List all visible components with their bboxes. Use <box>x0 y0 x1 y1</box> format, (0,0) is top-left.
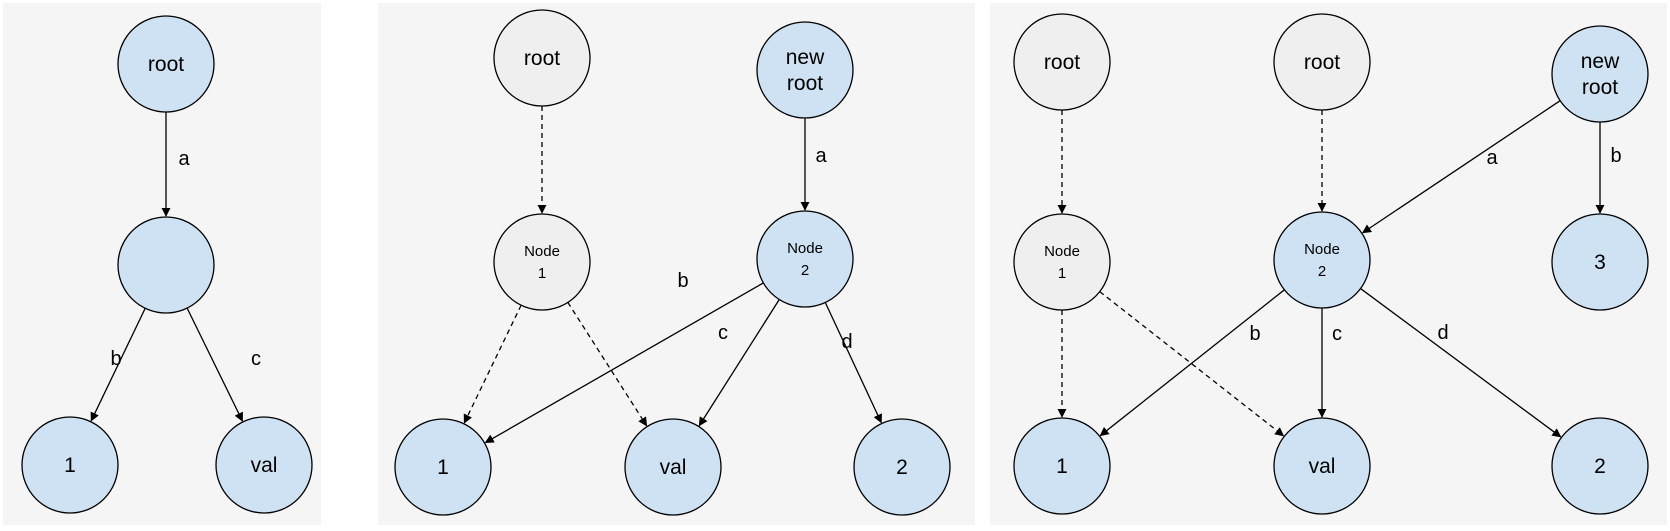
panel-3-edge-node2-to-two <box>1360 288 1562 438</box>
panel-2-edge-node2-to-two <box>824 302 882 424</box>
panel-3-edge-label-newroot-to-three: b <box>1610 145 1621 167</box>
panel-2-node-newroot-circle <box>756 21 854 119</box>
panel-3-node-node1: Node 1 <box>1013 213 1111 311</box>
panel-2-node-newroot-label: root <box>787 72 823 95</box>
panel-1-node-one: 1 <box>21 416 119 514</box>
panel-3-edge-label-newroot-to-node2: a <box>1486 147 1498 169</box>
panel-3-node-two: 2 <box>1551 417 1649 515</box>
panel-2-node-node2: Node 2 <box>756 210 854 308</box>
panel-1-node-mid <box>117 216 215 314</box>
panel-2-edge-label-node2-to-val: c <box>718 322 728 344</box>
panel-1-node-val: val <box>215 416 313 514</box>
panel-3-node-two-label: 2 <box>1594 455 1606 478</box>
panel-2-node-one: 1 <box>394 418 492 516</box>
panel-1-edge-label-mid-to-val: c <box>251 348 261 370</box>
panel-3-edge-label-node2-to-two: d <box>1437 322 1448 344</box>
panel-2-edge-label-node2-to-two: d <box>841 331 852 353</box>
panel-2-node-one-circle <box>394 418 492 516</box>
panel-3-node-node2: Node 2 <box>1273 211 1371 309</box>
panel-3-node-node1-label: Node <box>1044 243 1080 260</box>
panel-3-node-val-label: val <box>1309 455 1336 478</box>
panel-3-edge-label-node2-to-val: c <box>1332 323 1342 345</box>
panel-2-node-newroot-label: new <box>786 46 825 69</box>
panel-2-node-newroot: new root <box>756 21 854 119</box>
panel-2-node-node2-label: Node <box>787 240 823 257</box>
panel-3-node-val: val <box>1273 417 1371 515</box>
panel-3-node-two-circle <box>1551 417 1649 515</box>
panel-2-node-root-circle <box>493 9 591 107</box>
panel-3-node-node2-label: 2 <box>1318 263 1326 280</box>
panel-1-edge-mid-to-one <box>90 307 146 422</box>
panel-3-node-val-circle <box>1273 417 1371 515</box>
panel-3-node-three-label: 3 <box>1594 251 1606 274</box>
panel-1-node-val-label: val <box>251 454 278 477</box>
panel-3-node-one-label: 1 <box>1056 455 1068 478</box>
panel-1-node-mid-circle <box>117 216 215 314</box>
panel-3-node-node2-label: Node <box>1304 241 1340 258</box>
panel-1-node-root-circle <box>117 15 215 113</box>
panel-2-node-root: root <box>493 9 591 107</box>
panel-3-node-newroot-label: new <box>1581 50 1620 73</box>
panel-2-node-val-label: val <box>660 456 687 479</box>
panel-3-node-node2-circle <box>1273 211 1371 309</box>
panel-2-edge-node1-to-one <box>463 304 522 424</box>
panel-2-node-root-label: root <box>524 47 560 70</box>
panel-2-edge-node1-to-val <box>567 302 648 427</box>
panel-2-edge-node2-to-val <box>698 299 780 427</box>
panel-3-edge-node2-to-one <box>1099 289 1285 437</box>
panel-3-node-three-circle <box>1551 213 1649 311</box>
panel-3-edge-newroot-to-node2 <box>1361 100 1561 234</box>
panel-2-node-node1-circle <box>493 213 591 311</box>
panel-2-node-node1-label: 1 <box>538 265 546 282</box>
panel-1-edge-mid-to-val <box>186 307 244 422</box>
panel-1-node-root-label: root <box>148 53 184 76</box>
panel-1-node-one-label: 1 <box>64 454 76 477</box>
panel-2-edge-label-newroot-to-node2: a <box>815 145 827 167</box>
panel-2-node-node1: Node 1 <box>493 213 591 311</box>
panel-3-node-newroot-circle <box>1551 25 1649 123</box>
panel-3-node-node1-circle <box>1013 213 1111 311</box>
panel-3-node-one: 1 <box>1013 417 1111 515</box>
panel-1-edge-label-root-to-mid: a <box>178 148 190 170</box>
panel-3-node-root1: root <box>1013 13 1111 111</box>
panel-2-node-one-label: 1 <box>437 456 449 479</box>
panel-3-node-node1-label: 1 <box>1058 265 1066 282</box>
panel-2-node-node2-label: 2 <box>801 262 809 279</box>
panel-3-node-root1-label: root <box>1044 51 1080 74</box>
panel-3-node-root1-circle <box>1013 13 1111 111</box>
panel-2-node-two-circle <box>853 418 951 516</box>
panel-2-node-node1-label: Node <box>524 243 560 260</box>
panel-1-node-one-circle <box>21 416 119 514</box>
panel-2-edge-node2-to-one <box>484 282 764 444</box>
panel-3-node-three: 3 <box>1551 213 1649 311</box>
panel-1-node-val-circle <box>215 416 313 514</box>
panel-2-node-two: 2 <box>853 418 951 516</box>
panel-3-node-root2: root <box>1273 13 1371 111</box>
panel-2-node-val: val <box>624 418 722 516</box>
panel-3-node-newroot: new root <box>1551 25 1649 123</box>
panel-2-node-two-label: 2 <box>896 456 908 479</box>
panel-3-edge-label-node2-to-one: b <box>1249 323 1260 345</box>
panel-3-edge-node1-to-val <box>1099 291 1285 437</box>
panel-3-node-root2-circle <box>1273 13 1371 111</box>
panel-2-node-node2-circle <box>756 210 854 308</box>
panel-1-edge-label-mid-to-one: b <box>110 348 121 370</box>
panel-2-edge-label-node2-to-one: b <box>677 270 688 292</box>
panel-2-node-val-circle <box>624 418 722 516</box>
panel-3-node-root2-label: root <box>1304 51 1340 74</box>
panel-3-node-newroot-label: root <box>1582 76 1618 99</box>
panel-1-node-root: root <box>117 15 215 113</box>
panel-3-node-one-circle <box>1013 417 1111 515</box>
